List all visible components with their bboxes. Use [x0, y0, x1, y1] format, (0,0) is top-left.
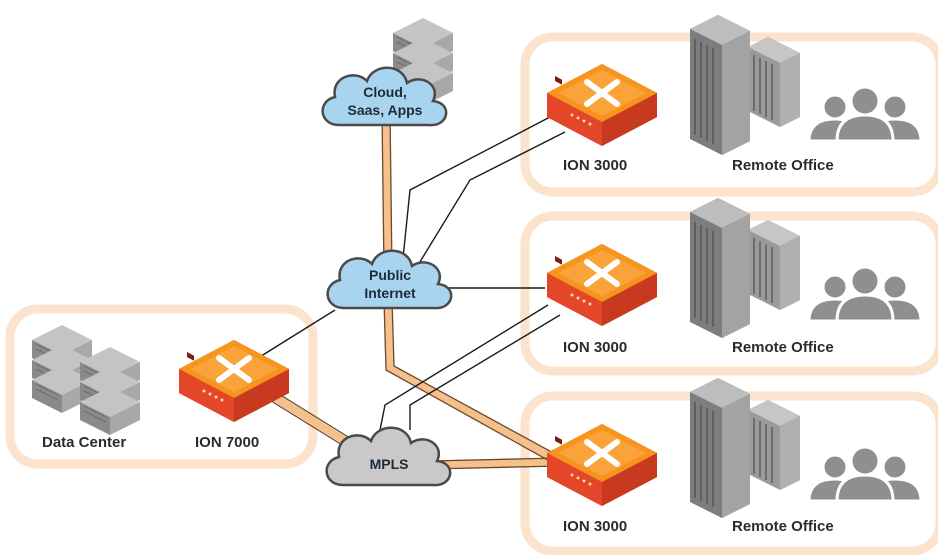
link-cloud-to-internet [382, 111, 392, 271]
ion-7000-label: ION 7000 [195, 434, 259, 451]
mpls-cloud: MPLS [325, 426, 452, 487]
data-center-label: Data Center [42, 434, 126, 451]
branch-3-device-label: ION 3000 [563, 518, 627, 535]
branch-1-device-label: ION 3000 [563, 157, 627, 174]
thin-links [249, 116, 566, 431]
mpls-label: MPLS [370, 456, 409, 472]
branch-1-site-label: Remote Office [732, 157, 834, 174]
cloud-apps-label-line1: Cloud, [363, 84, 407, 100]
link-internet-to-mpls-branch [384, 299, 567, 469]
branch-3-site-label: Remote Office [732, 518, 834, 535]
public-internet-label-line1: Public [369, 267, 411, 283]
public-internet-label-line2: Internet [364, 285, 416, 301]
link-mpls-to-branch3 [429, 458, 561, 469]
cloud-apps-cloud: Cloud, Saas, Apps [321, 66, 448, 127]
branch-2-site-label: Remote Office [732, 339, 834, 356]
data-center-server-icon-2 [79, 346, 141, 436]
branch-2-device-label: ION 3000 [563, 339, 627, 356]
public-internet-cloud: Public Internet [326, 249, 453, 310]
cloud-apps-label-line2: Saas, Apps [348, 102, 423, 118]
